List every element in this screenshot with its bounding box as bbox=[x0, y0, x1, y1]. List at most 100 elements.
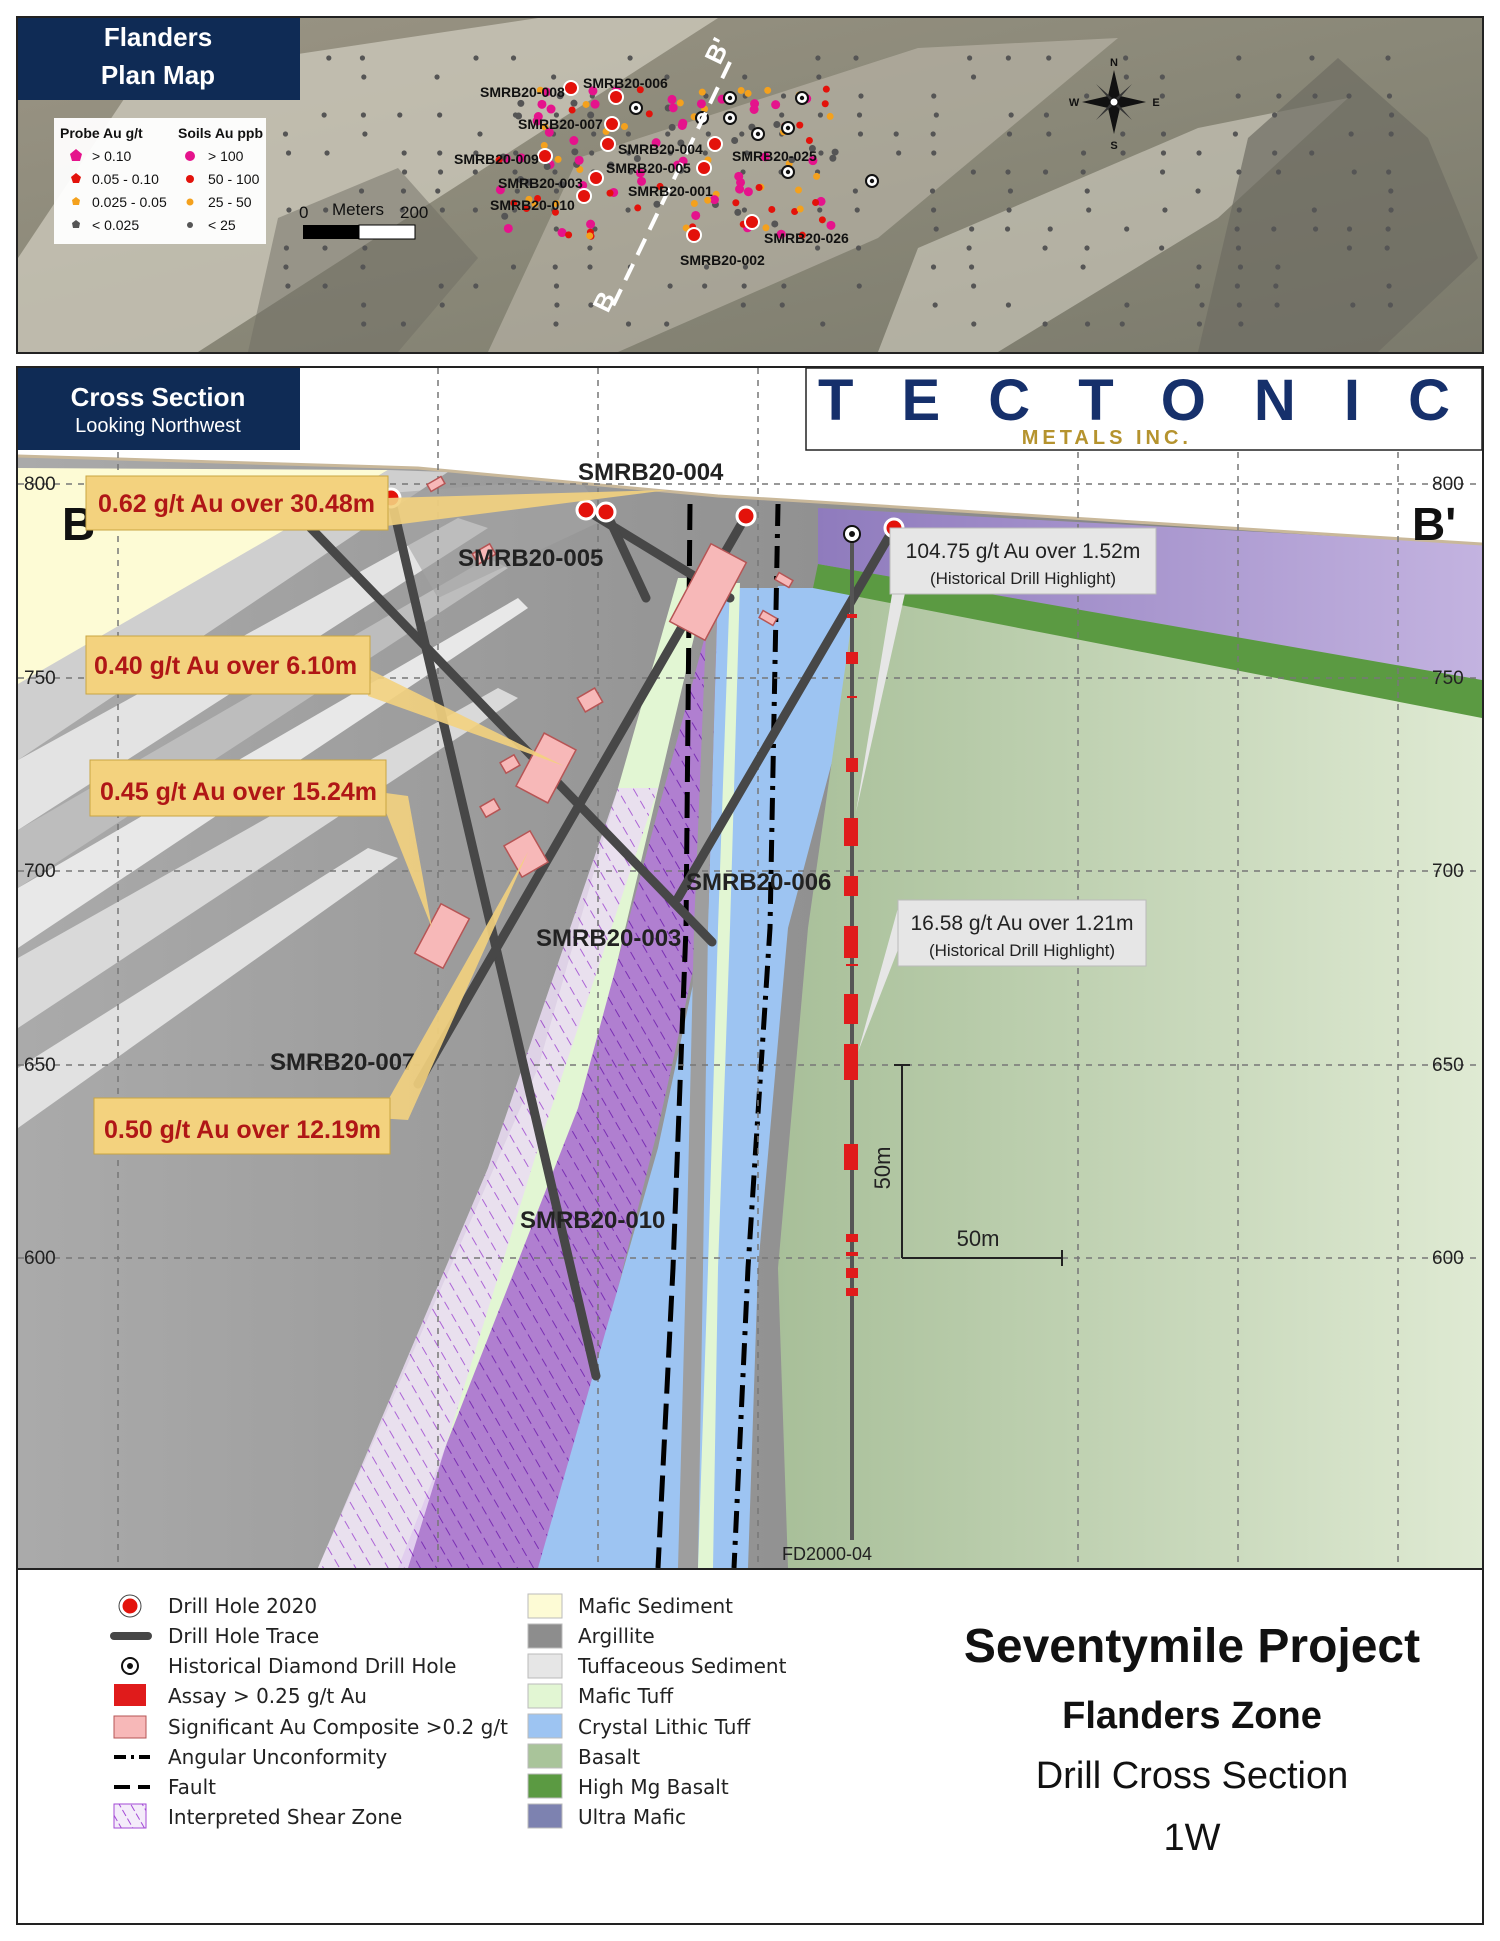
plan-drill-hole-2020 bbox=[563, 80, 579, 96]
probe-sample-point bbox=[524, 178, 532, 186]
plan-drill-hole-2020 bbox=[576, 188, 592, 204]
probe-sample-point bbox=[690, 200, 698, 208]
logo-box bbox=[805, 368, 1482, 451]
soil-sample-point bbox=[1005, 55, 1011, 61]
elevation-labels: 800 750 700 650 600 800 750 700 650 600 bbox=[24, 474, 1464, 1269]
probe-sample-point bbox=[540, 142, 548, 150]
terrain-light-swath bbox=[488, 38, 1118, 352]
soil-sample-point bbox=[1160, 150, 1167, 156]
soil-sample-point bbox=[361, 302, 367, 308]
plan-historical-drill-hole-center bbox=[785, 169, 791, 175]
soil-sample-point bbox=[285, 150, 292, 156]
soil-sample-point bbox=[930, 207, 937, 213]
composite-smrb20-007-lower bbox=[413, 902, 471, 970]
historical-note-1: (Historical Drill Highlight) bbox=[930, 569, 1116, 588]
soil-sample-point bbox=[1346, 93, 1352, 99]
soil-sample-grid bbox=[282, 55, 1395, 327]
elev-left-650: 650 bbox=[24, 1055, 56, 1076]
soil-sample-point bbox=[1387, 302, 1394, 308]
probe-sample-point bbox=[546, 104, 556, 114]
historical-note-2: (Historical Drill Highlight) bbox=[929, 941, 1115, 960]
soil-sample-point bbox=[1234, 283, 1240, 289]
soil-sample-point bbox=[588, 302, 594, 308]
soil-sample-point bbox=[400, 321, 407, 327]
soil-sample-point bbox=[1238, 321, 1244, 327]
soil-sample-point bbox=[779, 302, 785, 308]
soil-sample-point bbox=[1119, 321, 1125, 327]
legend-label-crystal-lithic-tuff: Crystal Lithic Tuff bbox=[578, 1715, 751, 1739]
probe-sample-point bbox=[576, 166, 584, 174]
soil-sample-point bbox=[817, 207, 823, 213]
probe-sample-point bbox=[510, 199, 518, 207]
soil-sample-point bbox=[1084, 245, 1090, 251]
soil-sample-point bbox=[1232, 131, 1238, 137]
soil-sample-point bbox=[1084, 188, 1090, 194]
unit-tuffaceous-sediment bbox=[18, 688, 518, 1028]
soil-sample-point bbox=[627, 169, 634, 175]
soil-sample-point bbox=[438, 283, 444, 289]
probe-sample-point bbox=[704, 196, 712, 204]
soil-sample-point bbox=[1004, 226, 1011, 232]
soil-sample-point bbox=[552, 169, 558, 175]
soil-sample-point bbox=[1346, 226, 1353, 232]
soil-sample-point bbox=[1047, 226, 1053, 232]
plan-label-smrb20-026: SMRB20-026 bbox=[764, 230, 849, 246]
soil-sample-point bbox=[553, 188, 560, 194]
probe-sample-point bbox=[668, 123, 676, 131]
probe-sample-point bbox=[651, 138, 661, 148]
plan-label-smrb20-001: SMRB20-001 bbox=[628, 183, 713, 199]
plan-label-smrb20-002: SMRB20-002 bbox=[680, 252, 765, 268]
soil-sample-point bbox=[855, 245, 862, 251]
plan-label-smrb20-003: SMRB20-003 bbox=[498, 175, 583, 191]
probe-sample-point bbox=[590, 99, 600, 109]
soil-sample-point bbox=[283, 264, 289, 270]
legend-drill-hole-icon bbox=[119, 1595, 141, 1617]
section-subtitle: Looking Northwest bbox=[75, 415, 241, 437]
probe-sample-point bbox=[743, 187, 753, 197]
soil-sample-point bbox=[1043, 112, 1050, 118]
soil-sample-point bbox=[739, 131, 745, 137]
section-line bbox=[610, 61, 732, 309]
soil-sample-point bbox=[439, 207, 445, 213]
soil-sample-point bbox=[820, 321, 826, 327]
soil-sample-point bbox=[816, 74, 822, 80]
legend-right-swatches bbox=[527, 1593, 563, 1829]
soil-sample-point bbox=[856, 112, 863, 118]
soil-sample-point bbox=[971, 321, 977, 327]
soil-min-symbol bbox=[187, 222, 193, 228]
plan-drill-hole-2020 bbox=[588, 170, 604, 186]
plan-drill-hole-2020 bbox=[600, 136, 616, 152]
legend-label-assay: Assay > 0.25 g/t Au bbox=[168, 1684, 367, 1708]
soil-sample-point bbox=[967, 55, 973, 61]
probe-sample-point bbox=[696, 99, 706, 109]
soil-sample-point bbox=[589, 150, 595, 156]
soil-sample-point bbox=[1194, 283, 1201, 289]
historical-box-2 bbox=[897, 899, 1147, 967]
legend-left-labels: Drill Hole 2020 Drill Hole Trace Histori… bbox=[168, 1594, 508, 1829]
soil-sample-point bbox=[933, 112, 939, 118]
soil-sample-point bbox=[1384, 245, 1390, 251]
cross-section-panel: 800 750 700 650 600 800 750 700 650 600 … bbox=[16, 366, 1484, 1570]
soil-sample-point bbox=[1312, 93, 1318, 99]
soil-sample-point bbox=[1159, 245, 1165, 251]
legend-label-tuffaceous-sediment: Tuffaceous Sediment bbox=[577, 1654, 787, 1678]
probe-sample-point bbox=[771, 220, 779, 228]
probe-sample-point bbox=[586, 232, 594, 240]
soil-sample-point bbox=[1385, 55, 1391, 61]
legend-label-historical-hole: Historical Diamond Drill Hole bbox=[168, 1654, 457, 1678]
plan-drill-hole-2020 bbox=[686, 227, 702, 243]
soil-sample-point bbox=[437, 150, 443, 156]
probe-sample-point bbox=[826, 220, 836, 230]
legend-label-ultra-mafic: Ultra Mafic bbox=[578, 1805, 686, 1829]
soil-sample-point bbox=[1160, 131, 1167, 137]
title-block: Seventymile Project Flanders Zone Drill … bbox=[964, 1620, 1420, 1859]
swatch-mafic-sediment bbox=[527, 1593, 563, 1619]
soil-sample-point bbox=[852, 188, 858, 194]
soil-sample-point bbox=[1388, 188, 1394, 194]
plan-historical-drill-hole-center bbox=[755, 131, 761, 137]
soil-sample-point bbox=[1005, 169, 1011, 175]
soil-sample-point bbox=[512, 169, 518, 175]
soil-sample-point bbox=[552, 264, 558, 270]
soil-sample-point bbox=[472, 169, 478, 175]
trace-smrb20-003 bbox=[265, 481, 717, 947]
